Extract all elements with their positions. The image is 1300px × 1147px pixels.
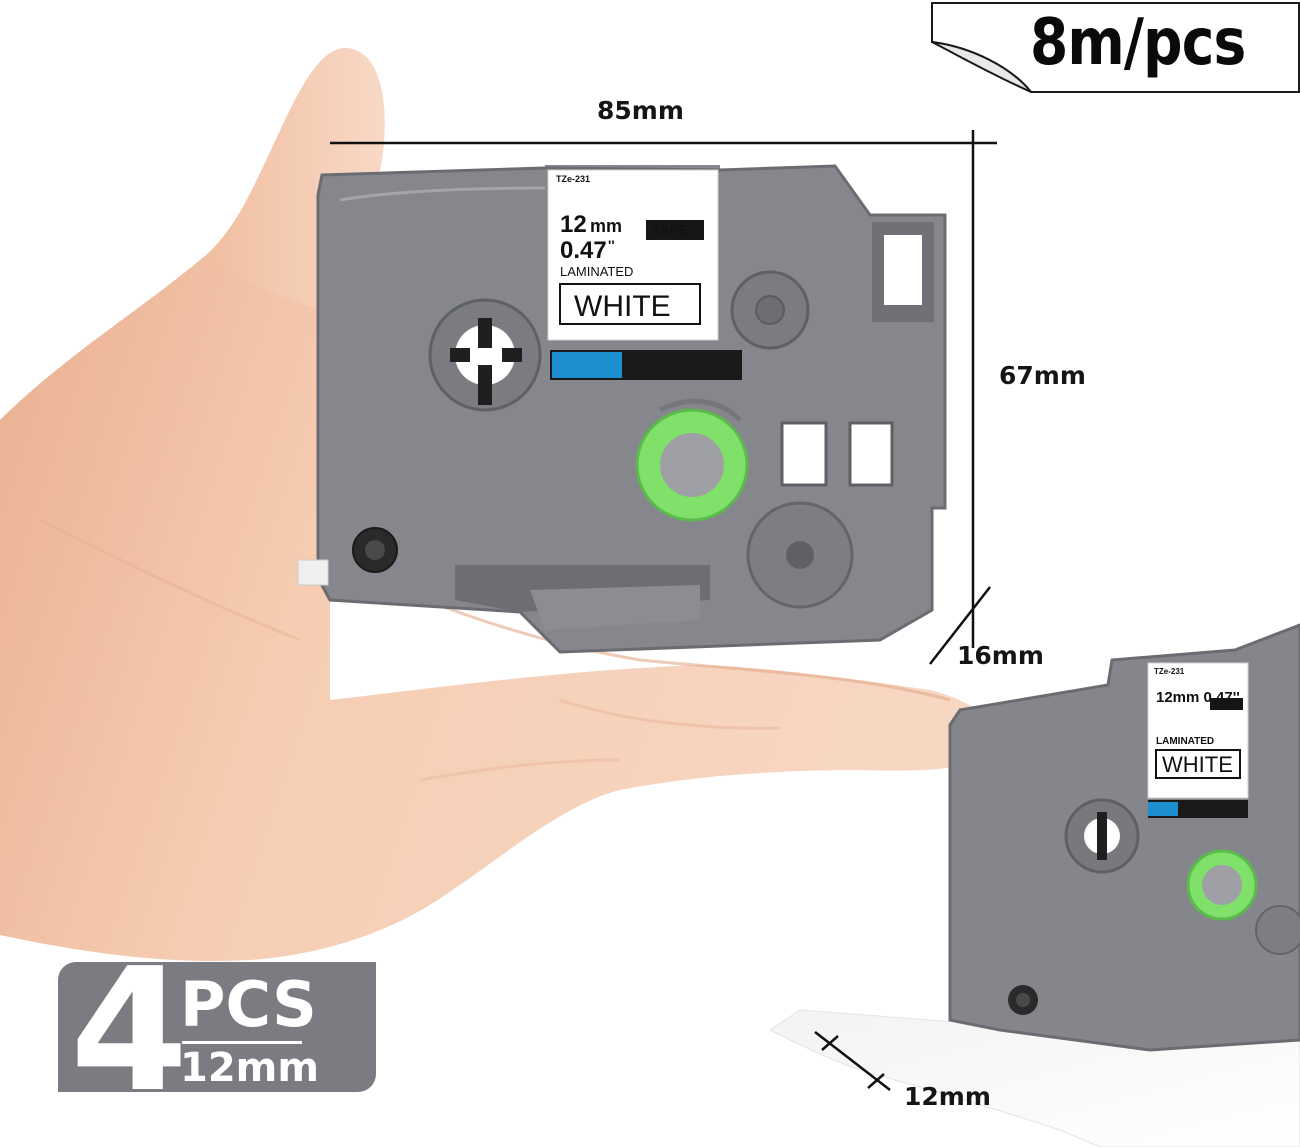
label-code-2: TZe-231 bbox=[1154, 667, 1185, 676]
length-badge bbox=[931, 2, 1300, 93]
label-code: TZe-231 bbox=[556, 174, 590, 184]
label-size-in: 0.47 bbox=[560, 237, 607, 264]
second-cartridge: TZe-231 12mm 0.47'' TAPE LAMINATED WHITE bbox=[769, 623, 1300, 1147]
length-badge-text: 8m/pcs bbox=[1030, 6, 1246, 80]
label-color-name-2: WHITE bbox=[1162, 752, 1233, 777]
depth-label: 16mm bbox=[957, 641, 1044, 670]
tape-width-label: 12mm bbox=[904, 1082, 991, 1111]
label-size-in-unit: '' bbox=[608, 237, 615, 253]
quantity-divider bbox=[182, 1041, 302, 1044]
label-tag-2: TAPE bbox=[1213, 699, 1236, 709]
label-tag: TAPE bbox=[652, 222, 688, 238]
quantity-size: 12mm bbox=[180, 1045, 320, 1091]
main-cartridge bbox=[297, 164, 947, 654]
main-cartridge-label: TZe-231 12 mm TAPE 0.47 '' LAMINATED WHI… bbox=[547, 169, 719, 341]
label-size-mm: 12 bbox=[560, 211, 587, 238]
height-label: 67mm bbox=[999, 361, 1086, 390]
width-label: 85mm bbox=[597, 96, 684, 125]
quantity-count: 4 bbox=[70, 932, 189, 1130]
quantity-badge bbox=[58, 962, 376, 1092]
label-size-mm-unit: mm bbox=[590, 216, 622, 236]
dimension-lines bbox=[330, 130, 997, 1091]
quantity-unit: PCS bbox=[180, 968, 317, 1041]
label-type-2: LAMINATED bbox=[1156, 736, 1214, 747]
label-type: LAMINATED bbox=[560, 264, 633, 279]
label-color-name: WHITE bbox=[574, 290, 671, 323]
